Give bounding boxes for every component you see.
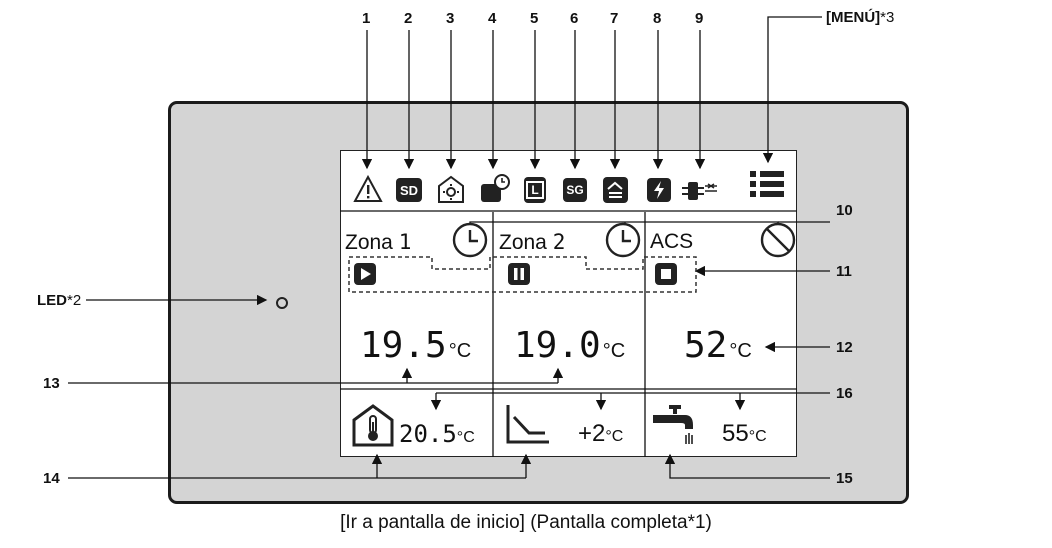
led-callout-label: LED*2 [37,292,81,309]
limit-icon-letter: L [526,181,544,199]
callout-5: 5 [530,10,539,27]
callout-15: 15 [836,470,853,487]
callout-9: 9 [695,10,704,27]
acs-temperature: 52°C [684,325,752,366]
callout-10: 10 [836,202,853,219]
callout-16: 16 [836,385,853,402]
schedule-clock-icon[interactable] [451,221,489,259]
room-temperature: 20.5°C [399,420,475,448]
zone-1-temp-unit: °C [448,340,472,362]
acs-temp-unit: °C [729,340,752,362]
dhw-setpoint-unit: °C [748,428,767,445]
callout-7: 7 [610,10,619,27]
play-button[interactable] [354,263,376,285]
energy-manager-icon [603,177,628,203]
room-temp-unit: °C [456,429,475,446]
pause-button[interactable] [508,263,530,285]
callout-1: 1 [362,10,371,27]
zone-2-temp-unit: °C [602,340,626,362]
zone-2-temp-value: 19.0 [514,325,601,366]
zone-2-num: 2 [552,230,566,254]
zone-2-temperature: 19.0°C [514,325,625,366]
defrost-icon [438,175,464,203]
zone-1-text: Zona [345,231,399,254]
room-temp-value: 20.5 [399,420,457,448]
acs-label: ACS [650,230,694,253]
smart-grid-icon: SG [563,178,587,202]
zone-1-temperature: 19.5°C [360,325,471,366]
callout-2: 2 [404,10,413,27]
curve-offset: +2°C [578,420,623,448]
heating-curve-icon[interactable] [505,403,551,445]
room-thermometer-icon[interactable] [351,403,395,447]
callout-6: 6 [570,10,579,27]
sd-card-icon: SD [396,178,422,202]
menu-icon[interactable] [750,170,786,198]
dhw-setpoint-value: 55 [722,420,749,447]
zone-1-temp-value: 19.5 [360,325,447,366]
acs-temp-value: 52 [684,325,728,366]
zone-2-label: Zona 2 [499,230,565,255]
curve-offset-unit: °C [605,428,624,445]
callout-8: 8 [653,10,662,27]
callout-14: 14 [43,470,60,487]
dhw-setpoint: 55°C [722,420,767,448]
led-suffix: *2 [67,292,82,309]
prohibited-icon[interactable] [759,221,797,259]
warning-icon [353,175,383,202]
zone-1-num: 1 [398,230,412,254]
menu-suffix: *3 [880,9,895,26]
hot-water-tap-icon[interactable] [651,403,701,447]
limit-icon: L [524,177,546,203]
curve-offset-value: +2 [578,420,606,447]
callout-11: 11 [836,263,852,280]
timer-icon [481,174,510,202]
callout-12: 12 [836,339,853,356]
schedule-clock-icon[interactable] [604,221,642,259]
menu-label: [MENÚ] [826,9,881,26]
figure-caption: [Ir a pantalla de inicio] (Pantalla comp… [340,512,712,533]
heat-pump-icon [682,182,717,200]
zone-2-text: Zona [499,231,553,254]
electric-heater-icon [647,178,671,202]
menu-callout-label: [MENÚ]*3 [826,9,894,26]
callout-13: 13 [43,375,60,392]
zone-1-label: Zona 1 [345,230,411,255]
callout-4: 4 [488,10,497,27]
led-label: LED [37,292,67,309]
stop-button[interactable] [655,263,677,285]
led-indicator [276,297,288,309]
callout-3: 3 [446,10,455,27]
